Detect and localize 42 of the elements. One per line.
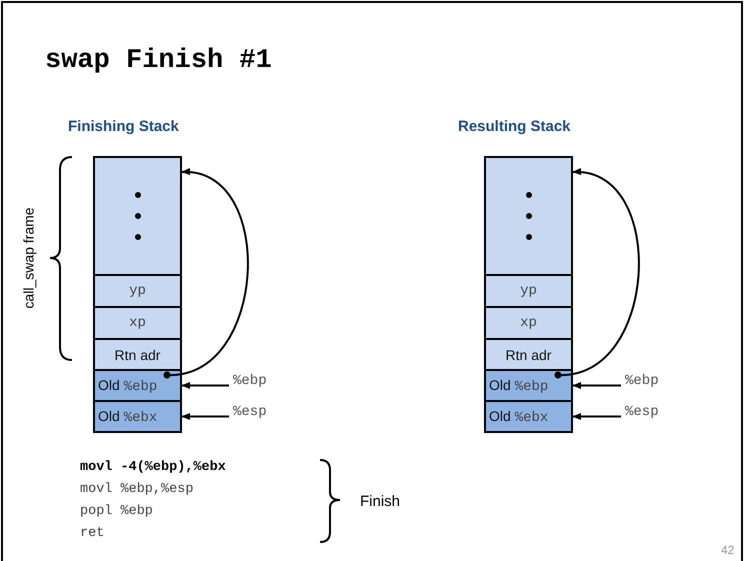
stack-cell (93, 156, 182, 276)
pointer-arrow (572, 412, 621, 420)
cell-text: Rtn adr (506, 346, 552, 362)
page-number: 42 (721, 543, 734, 557)
stack-cell (93, 369, 182, 402)
brace-label: Finish (360, 493, 400, 510)
register-label: %esp (625, 404, 659, 420)
pointer-arrow (572, 382, 621, 390)
cell-text: Old %ebp (489, 376, 548, 394)
link-arrow (164, 170, 249, 378)
pointer-arrow (181, 382, 229, 390)
cell-text: yp (129, 283, 146, 299)
code-line: movl %ebp,%esp (80, 482, 194, 497)
cell-text: Old %ebx (489, 408, 548, 426)
stack-cell (484, 400, 573, 433)
stack-cell (93, 338, 182, 371)
cell-text: Old %ebx (98, 408, 158, 426)
frame-label: call_swap frame (20, 207, 37, 309)
stack-cell (484, 274, 573, 308)
code-line: ret (80, 526, 104, 541)
cell-text: Rtn adr (114, 346, 160, 362)
stack-cell (93, 306, 182, 340)
stack-cell (484, 306, 573, 340)
code-line: movl -4(%ebp),%ebx (80, 460, 226, 475)
cell-text: xp (520, 315, 537, 331)
register-label: %ebp (625, 373, 659, 389)
register-label: %ebp (233, 373, 267, 389)
stack-cell (484, 156, 573, 276)
cell-text: Old %ebp (98, 376, 158, 394)
pointer-arrow (181, 412, 229, 420)
register-label: %esp (233, 404, 267, 420)
stack-heading: Finishing Stack (68, 118, 179, 135)
stack-cell (484, 338, 573, 371)
stack-cell (484, 369, 573, 402)
slide-title: swap Finish #1 (45, 46, 272, 76)
cell-text: yp (520, 283, 537, 299)
stack-heading: Resulting Stack (458, 118, 571, 135)
stack-cell (93, 274, 182, 308)
stack-cell (93, 400, 182, 433)
code-line: popl %ebp (80, 504, 153, 519)
cell-text: xp (129, 315, 146, 331)
link-arrow (554, 170, 640, 378)
